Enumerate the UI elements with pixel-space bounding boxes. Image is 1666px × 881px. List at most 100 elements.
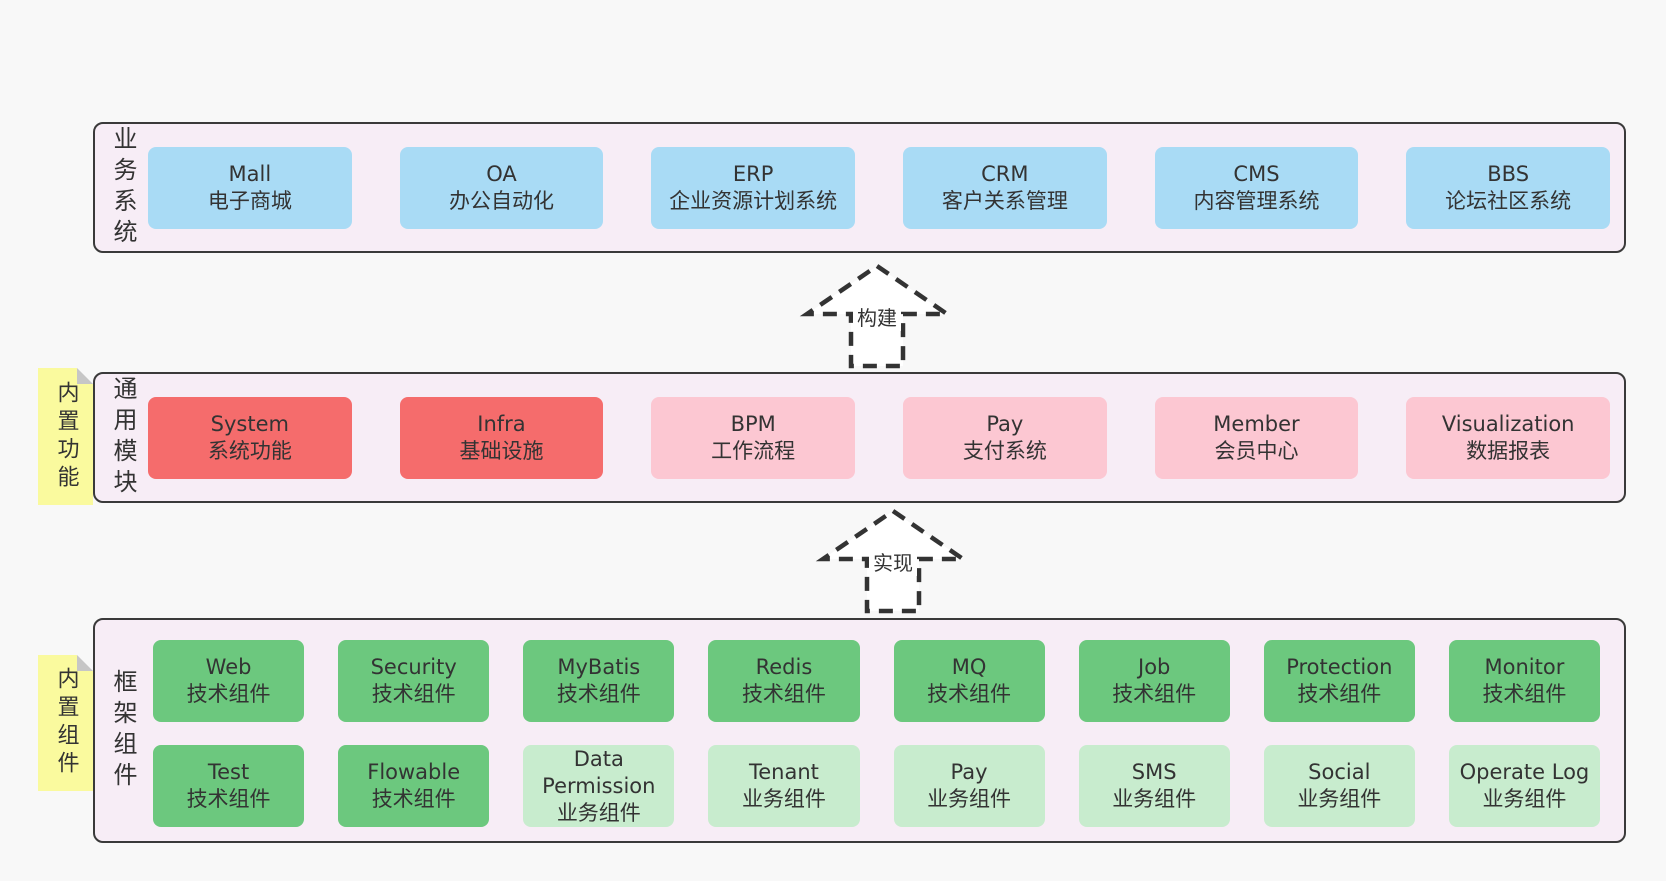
box-subtitle: 业务组件 [741,787,826,811]
components-box-grid: Web 技术组件 Security 技术组件 MyBatis 技术组件 Redi… [153,640,1600,827]
box-subtitle: 技术组件 [1112,682,1197,706]
box-subtitle: 会员中心 [1214,438,1299,463]
sticky-note-label: 内置功能 [53,380,79,493]
box-title: SMS [1131,760,1177,784]
box-visualization: Visualization 数据报表 [1406,396,1610,479]
band-business-systems: 业务系统 Mall 电子商城 OA 办公自动化 ERP 企业资源计划系统 CRM… [93,122,1626,253]
box-title: Monitor [1484,655,1565,679]
arrow-implement: 实现 [813,503,973,615]
box-title: Flowable [367,760,461,784]
box-title: Redis [755,655,813,679]
box-subtitle: 数据报表 [1466,438,1551,463]
box-system: System 系统功能 [148,396,352,479]
box-sms: SMS 业务组件 [1078,745,1230,827]
box-title: CMS [1233,161,1280,186]
box-subtitle: 技术组件 [927,682,1012,706]
band-components-label: 框架组件 [109,668,137,793]
arrow-build-label: 构建 [853,302,901,331]
box-title: BPM [730,411,776,436]
box-subtitle: 业务组件 [1297,787,1382,811]
box-title: CRM [981,161,1029,186]
box-subtitle: 技术组件 [186,682,271,706]
box-mybatis: MyBatis 技术组件 [523,640,675,722]
box-subtitle: 内容管理系统 [1193,188,1320,213]
box-title: ERP [732,161,774,186]
box-subtitle: 技术组件 [556,682,641,706]
box-subtitle: 业务组件 [927,787,1012,811]
box-subtitle: 支付系统 [962,438,1047,463]
box-security: Security 技术组件 [338,640,490,722]
box-title: Web [205,655,252,679]
box-subtitle: 基础设施 [459,438,544,463]
box-redis: Redis 技术组件 [708,640,860,722]
box-web: Web 技术组件 [153,640,305,722]
box-subtitle: 企业资源计划系统 [669,188,838,213]
box-title: Operate Log [1459,760,1590,784]
box-title: MyBatis [557,655,641,679]
sticky-note-label: 内置组件 [53,667,79,779]
box-title: MQ [951,655,987,679]
box-title: BBS [1487,161,1530,186]
box-subtitle: 业务组件 [1482,787,1567,811]
box-member: Member 会员中心 [1154,396,1359,479]
business-box-row: Mall 电子商城 OA 办公自动化 ERP 企业资源计划系统 CRM 客户关系… [148,146,1610,229]
box-subtitle: 技术组件 [371,787,456,811]
box-title: Data Permission [542,746,656,798]
band-framework-components: 框架组件 Web 技术组件 Security 技术组件 MyBatis 技术组件… [93,618,1626,843]
box-title: Pay [950,760,988,784]
box-subtitle: 技术组件 [186,787,271,811]
box-title: Pay [986,411,1024,436]
box-pay-component: Pay 业务组件 [893,745,1045,827]
band-business-label: 业务系统 [109,125,137,250]
box-crm: CRM 客户关系管理 [903,146,1107,229]
arrow-implement-label: 实现 [869,547,917,576]
box-mall: Mall 电子商城 [148,146,352,229]
box-protection: Protection 技术组件 [1263,640,1415,722]
box-title: Job [1138,655,1171,679]
box-bpm: BPM 工作流程 [651,396,855,479]
band-modules-label: 通用模块 [109,375,137,500]
box-title: Social [1308,760,1371,784]
box-title: Tenant [748,760,819,784]
box-title: Test [207,760,250,784]
box-erp: ERP 企业资源计划系统 [651,146,855,229]
box-subtitle: 电子商城 [207,188,292,213]
box-title: Infra [477,411,526,436]
arrow-build: 构建 [797,258,957,370]
box-title: Security [370,655,457,679]
box-title: System [210,411,289,436]
box-pay-module: Pay 支付系统 [903,396,1107,479]
box-oa: OA 办公自动化 [399,146,604,229]
box-infra: Infra 基础设施 [399,396,604,479]
box-monitor: Monitor 技术组件 [1448,640,1600,722]
sticky-note-built-in-features: 内置功能 [38,368,93,505]
box-title: Visualization [1441,411,1575,436]
box-tenant: Tenant 业务组件 [708,745,860,827]
box-subtitle: 客户关系管理 [941,188,1068,213]
box-subtitle: 业务组件 [556,800,641,825]
box-title: Mall [228,161,272,186]
box-bbs: BBS 论坛社区系统 [1406,146,1610,229]
modules-box-row: System 系统功能 Infra 基础设施 BPM 工作流程 Pay 支付系统… [148,396,1610,479]
box-subtitle: 技术组件 [371,682,456,706]
box-subtitle: 系统功能 [207,438,292,463]
box-job: Job 技术组件 [1078,640,1230,722]
sticky-note-built-in-components: 内置组件 [38,655,93,791]
box-subtitle: 技术组件 [1482,682,1567,706]
box-mq: MQ 技术组件 [893,640,1045,722]
box-flowable: Flowable 技术组件 [338,745,490,827]
box-subtitle: 工作流程 [711,438,796,463]
box-operate-log: Operate Log 业务组件 [1448,745,1600,827]
box-subtitle: 论坛社区系统 [1445,188,1572,213]
box-test: Test 技术组件 [153,745,305,827]
box-title: Protection [1286,655,1393,679]
box-cms: CMS 内容管理系统 [1154,146,1359,229]
box-subtitle: 技术组件 [741,682,826,706]
box-subtitle: 业务组件 [1112,787,1197,811]
box-social: Social 业务组件 [1263,745,1415,827]
box-subtitle: 办公自动化 [448,188,554,213]
box-title: Member [1213,411,1300,436]
box-subtitle: 技术组件 [1297,682,1382,706]
box-data-permission: Data Permission 业务组件 [523,745,675,827]
